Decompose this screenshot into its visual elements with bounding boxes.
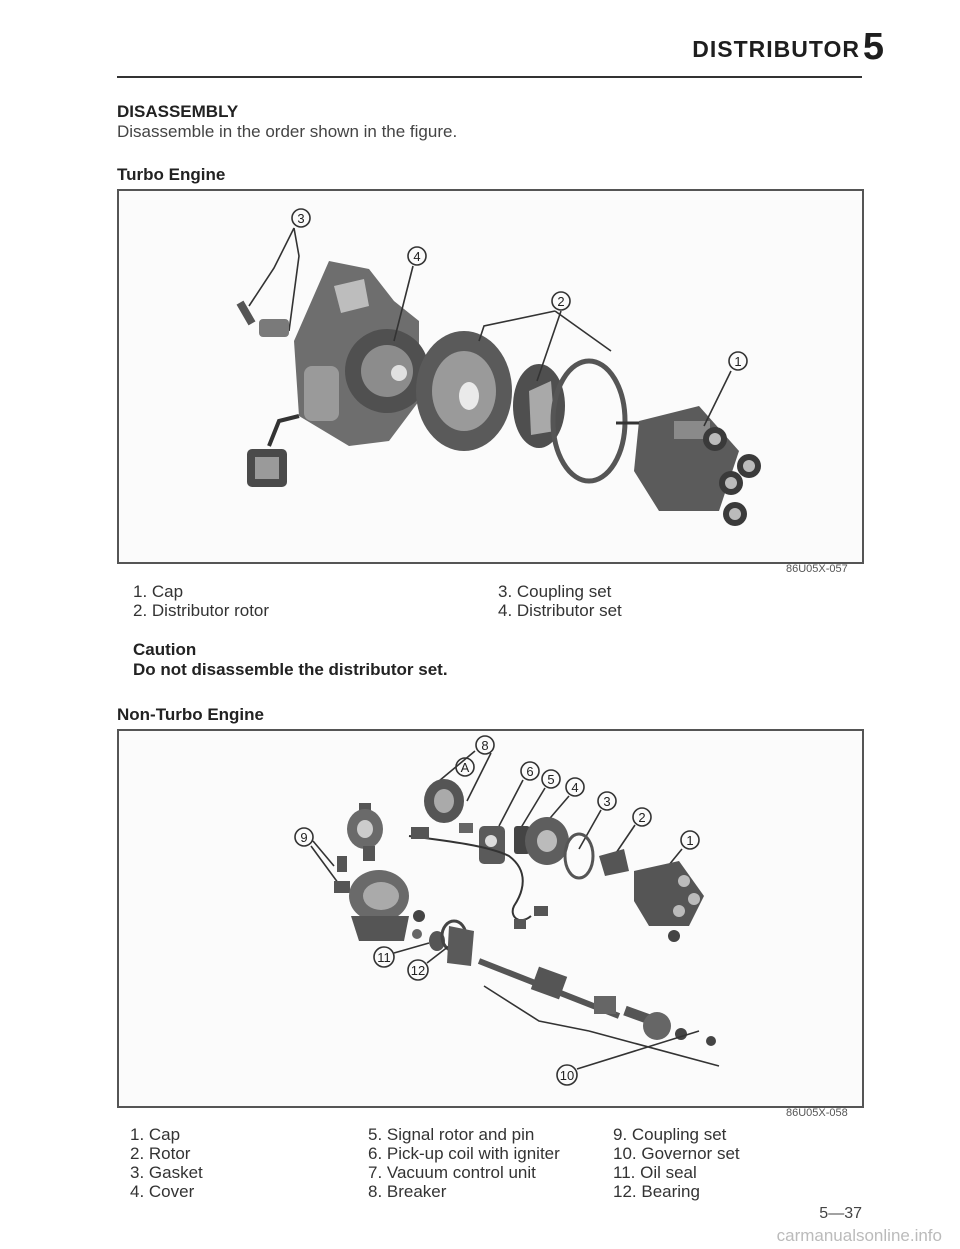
svg-text:1: 1 [686, 833, 693, 848]
parts-list-item: 8. Breaker [368, 1182, 447, 1201]
non-turbo-engine-heading: Non-Turbo Engine [117, 705, 264, 724]
callout-2: 2 [551, 291, 571, 311]
page-number: 5—37 [819, 1205, 862, 1222]
caution-title: Caution [133, 640, 197, 659]
governor-set-part [447, 926, 716, 1046]
parts-list-item: 7. Vacuum control unit [368, 1163, 536, 1182]
callout-1: 1 [680, 830, 700, 850]
caution-note: Caution Do not disassemble the distribut… [133, 640, 448, 680]
non-turbo-parts-list-col2: 5. Signal rotor and pin 6. Pick-up coil … [368, 1125, 560, 1201]
vacuum-control-unit-part [347, 803, 383, 861]
rotor-part [599, 849, 629, 876]
non-turbo-figure: 8 A 6 5 [117, 729, 864, 1108]
watermark: carmanualsonline.info [776, 1226, 942, 1245]
parts-list-item: 1. Cap [130, 1125, 181, 1144]
cap-part [616, 406, 761, 526]
parts-list-item: 2. Rotor [130, 1144, 191, 1163]
callout-12: 12 [407, 959, 429, 981]
parts-list-item: 4. Cover [130, 1182, 195, 1201]
parts-list-item: 3. Coupling set [498, 582, 612, 601]
parts-list-item: 11. Oil seal [613, 1163, 697, 1182]
svg-text:6: 6 [526, 764, 533, 779]
parts-list-item: 10. Governor set [613, 1144, 740, 1163]
parts-list-item: 12. Bearing [613, 1182, 700, 1201]
intro-text: Disassemble in the order shown in the fi… [117, 122, 458, 141]
turbo-engine-heading: Turbo Engine [117, 165, 226, 184]
svg-text:3: 3 [297, 211, 304, 226]
callout-10: 10 [556, 1064, 578, 1086]
parts-list-item: 3. Gasket [130, 1163, 203, 1182]
gasket-ring [563, 832, 595, 880]
parts-list-item: 5. Signal rotor and pin [368, 1125, 535, 1144]
gasket-ring [550, 358, 628, 484]
svg-text:2: 2 [557, 294, 564, 309]
svg-text:A: A [461, 760, 470, 775]
turbo-parts-list-col2: 3. Coupling set 4. Distributor set [498, 582, 622, 620]
svg-text:8: 8 [481, 738, 488, 753]
svg-text:5: 5 [547, 772, 554, 787]
turbo-exploded-diagram: 3 4 [236, 208, 761, 526]
callout-1: 1 [728, 351, 748, 371]
callout-3: 3 [291, 208, 311, 228]
turbo-figure-code: 86U05X-057 [786, 563, 848, 575]
svg-text:2: 2 [638, 810, 645, 825]
callout-8: 8 [475, 735, 495, 755]
parts-list-item: 1. Cap [133, 582, 184, 601]
svg-text:12: 12 [411, 963, 425, 978]
callout-3: 3 [597, 791, 617, 811]
callout-6: 6 [520, 761, 540, 781]
wire-harness [408, 835, 532, 922]
turbo-figure: 3 4 [117, 189, 864, 564]
coupling-disc-part [416, 331, 512, 451]
cap-part [634, 861, 704, 942]
callout-11: 11 [373, 946, 395, 968]
parts-list-item: 9. Coupling set [613, 1125, 727, 1144]
callout-2: 2 [632, 807, 652, 827]
coupling-set-part [236, 300, 289, 337]
header-rule [117, 76, 862, 78]
svg-text:4: 4 [571, 780, 578, 795]
svg-text:1: 1 [734, 354, 741, 369]
parts-list-item: 6. Pick-up coil with igniter [368, 1144, 560, 1163]
non-turbo-figure-code: 86U05X-058 [786, 1107, 848, 1119]
callout-5: 5 [541, 769, 561, 789]
callout-4: 4 [407, 246, 427, 266]
callout-A: A [455, 757, 475, 777]
non-turbo-parts-list-col1: 1. Cap 2. Rotor 3. Gasket 4. Cover [130, 1125, 203, 1201]
disassembly-heading: DISASSEMBLY [117, 102, 239, 121]
svg-text:9: 9 [300, 830, 307, 845]
governor-housing-part [334, 856, 409, 941]
svg-text:3: 3 [603, 794, 610, 809]
non-turbo-parts-list-col3: 9. Coupling set 10. Governor set 11. Oil… [613, 1125, 740, 1201]
caution-text: Do not disassemble the distributor set. [133, 660, 448, 679]
pick-up-coil-part [479, 826, 505, 864]
parts-list-item: 4. Distributor set [498, 601, 622, 620]
distributor-set-part [247, 261, 429, 487]
svg-text:10: 10 [560, 1068, 574, 1083]
callout-9: 9 [294, 827, 314, 847]
svg-text:4: 4 [413, 249, 420, 264]
parts-list-item: 2. Distributor rotor [133, 601, 270, 620]
section-title: DISTRIBUTOR [692, 36, 860, 62]
svg-text:11: 11 [377, 950, 391, 965]
section-number: 5 [862, 26, 884, 68]
callout-4: 4 [565, 777, 585, 797]
turbo-parts-list-col1: 1. Cap 2. Distributor rotor [133, 582, 269, 620]
non-turbo-exploded-diagram: 8 A 6 5 [294, 735, 720, 1086]
